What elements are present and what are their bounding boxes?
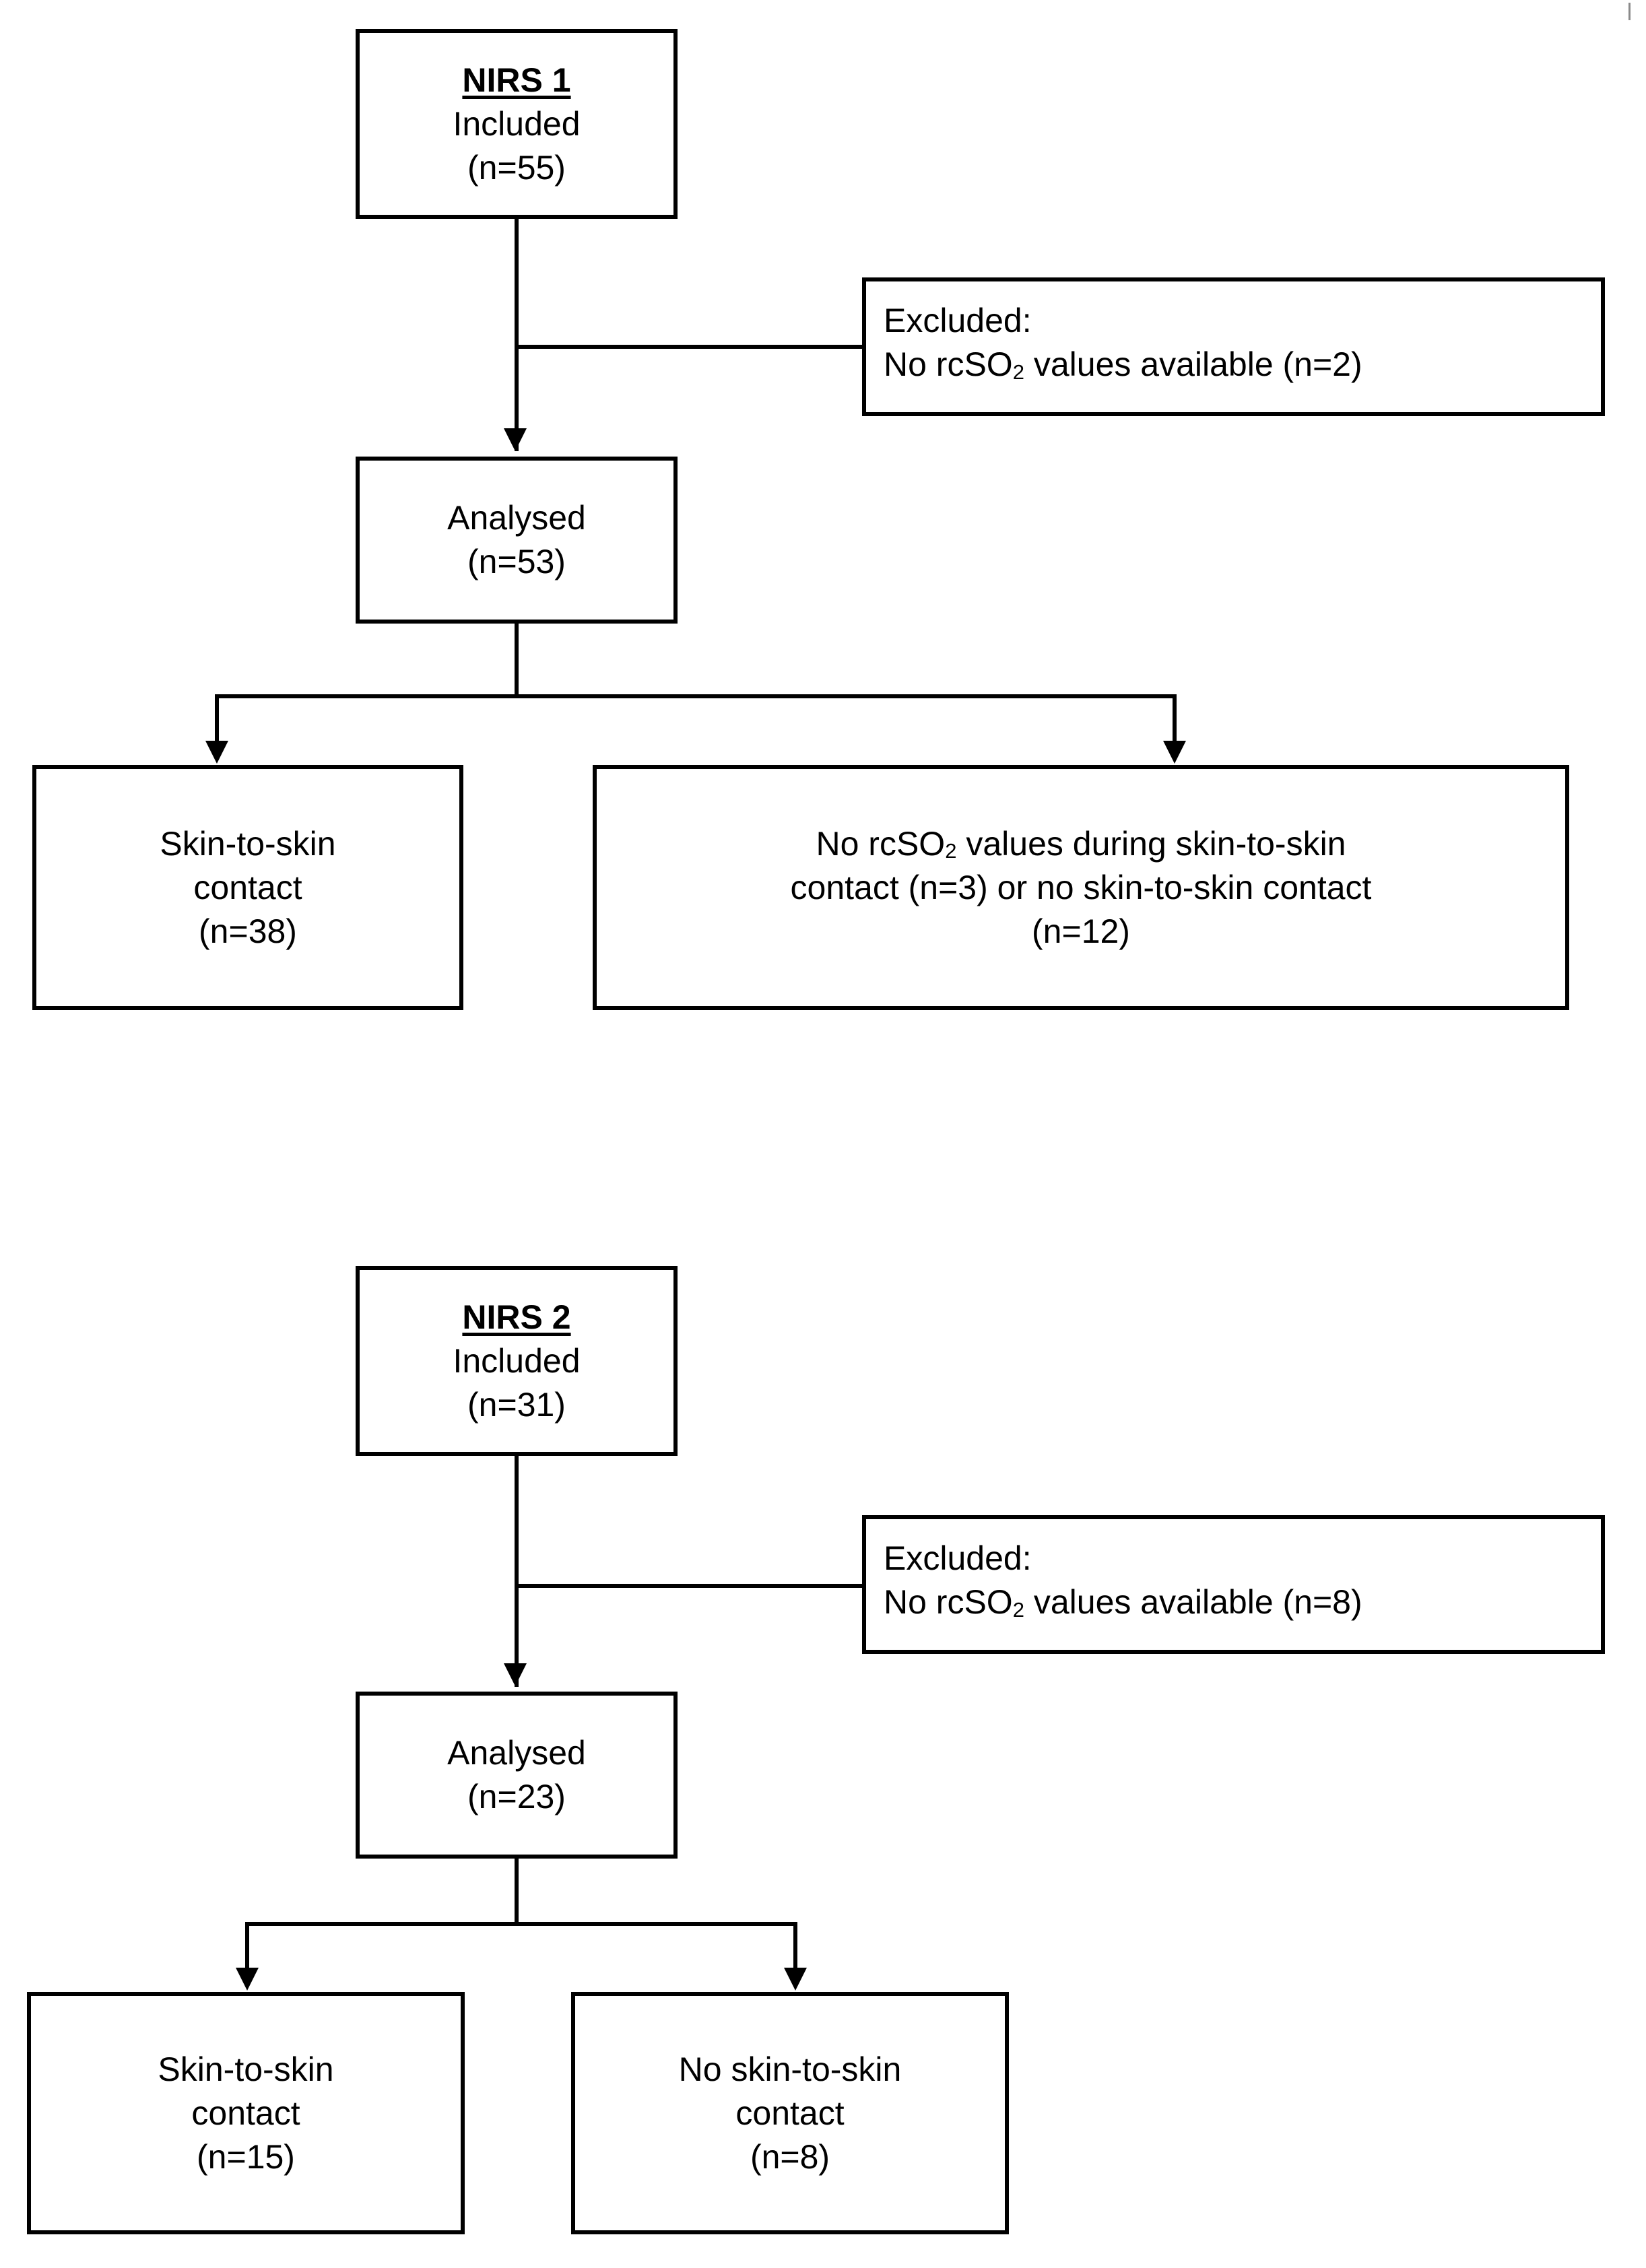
nirs1-excluded-box: Excluded: No rcSO2 values available (n=2… <box>862 277 1605 416</box>
nirs2-no-skin-to-skin-line1: No skin-to-skin <box>678 2050 902 2088</box>
stray-tick-mark <box>1628 3 1631 20</box>
nirs1-right-arrow <box>1163 741 1186 764</box>
nirs1-no-values-line1: No rcSO2 values during skin-to-skin <box>816 822 1346 866</box>
nirs1-split-bar <box>215 694 1177 698</box>
nirs1-included-count: (n=55) <box>467 148 566 187</box>
nirs1-no-values-prefix: No rcSO <box>816 824 946 863</box>
nirs2-analysed-count: (n=23) <box>467 1778 566 1815</box>
nirs1-left-arrow <box>205 741 228 764</box>
nirs1-excluded-detail-subscript: 2 <box>1012 360 1024 384</box>
nirs1-skin-to-skin-line2: contact <box>193 868 302 906</box>
nirs2-excluded-detail-suffix: values available (n=8) <box>1024 1583 1362 1621</box>
nirs1-split-stem <box>515 624 519 698</box>
nirs2-excluded-heading: Excluded: <box>884 1539 1032 1577</box>
nirs2-title: NIRS 2 <box>462 1298 571 1336</box>
nirs1-skin-to-skin-line1: Skin-to-skin <box>160 824 336 863</box>
nirs2-analysed-arrow <box>504 1663 527 1686</box>
nirs2-excluded-detail-subscript: 2 <box>1012 1597 1024 1622</box>
nirs1-included-label: Included <box>453 104 581 143</box>
nirs1-skin-to-skin-count: (n=38) <box>199 912 297 950</box>
nirs2-split-right-drop <box>793 1922 797 1970</box>
nirs2-excluded-detail-prefix: No rcSO <box>884 1583 1013 1621</box>
nirs1-trunk-line <box>515 219 519 451</box>
nirs2-no-skin-to-skin-line2: contact <box>735 2094 845 2132</box>
nirs1-excluded-heading: Excluded: <box>884 302 1032 339</box>
nirs2-no-skin-to-skin-count: (n=8) <box>750 2137 830 2176</box>
nirs1-no-values-line2: contact (n=3) or no skin-to-skin contact <box>790 868 1372 906</box>
nirs2-included-label: Included <box>453 1341 581 1380</box>
nirs2-skin-to-skin-box: Skin-to-skin contact (n=15) <box>27 1992 465 2234</box>
nirs1-skin-to-skin-box: Skin-to-skin contact (n=38) <box>32 765 463 1010</box>
nirs2-right-arrow <box>784 1968 807 1991</box>
nirs1-title: NIRS 1 <box>462 61 571 99</box>
nirs2-excluded-connector <box>515 1584 865 1588</box>
nirs1-no-values-subscript: 2 <box>945 839 957 863</box>
nirs2-analysed-label: Analysed <box>447 1734 586 1772</box>
nirs2-split-bar <box>245 1922 797 1926</box>
nirs1-no-values-line3: (n=12) <box>1032 912 1130 950</box>
nirs1-analysed-box: Analysed (n=53) <box>356 457 678 624</box>
nirs2-split-stem <box>515 1859 519 1926</box>
nirs2-analysed-box: Analysed (n=23) <box>356 1692 678 1859</box>
nirs2-excluded-detail: No rcSO2 values available (n=8) <box>884 1580 1362 1624</box>
nirs1-split-left-drop <box>215 694 219 743</box>
nirs1-included-box: NIRS 1 Included (n=55) <box>356 29 678 219</box>
nirs2-no-skin-to-skin-box: No skin-to-skin contact (n=8) <box>571 1992 1009 2234</box>
nirs1-excluded-connector <box>515 345 865 349</box>
nirs1-excluded-detail-suffix: values available (n=2) <box>1024 345 1362 383</box>
nirs1-analysed-count: (n=53) <box>467 543 566 580</box>
nirs1-no-values-box: No rcSO2 values during skin-to-skin cont… <box>593 765 1569 1010</box>
nirs2-skin-to-skin-count: (n=15) <box>197 2137 295 2176</box>
nirs1-split-right-drop <box>1173 694 1177 743</box>
nirs2-skin-to-skin-line2: contact <box>191 2094 300 2132</box>
nirs2-excluded-box: Excluded: No rcSO2 values available (n=8… <box>862 1515 1605 1654</box>
nirs2-included-box: NIRS 2 Included (n=31) <box>356 1266 678 1456</box>
nirs1-excluded-detail: No rcSO2 values available (n=2) <box>884 343 1362 387</box>
nirs1-no-values-suffix: values during skin-to-skin <box>956 824 1346 863</box>
nirs1-analysed-label: Analysed <box>447 499 586 537</box>
nirs1-excluded-detail-prefix: No rcSO <box>884 345 1013 383</box>
nirs1-analysed-arrow <box>504 428 527 451</box>
nirs2-split-left-drop <box>245 1922 249 1970</box>
nirs2-trunk-line <box>515 1456 519 1687</box>
nirs2-left-arrow <box>236 1968 259 1991</box>
nirs2-skin-to-skin-line1: Skin-to-skin <box>158 2050 334 2088</box>
nirs2-included-count: (n=31) <box>467 1385 566 1424</box>
